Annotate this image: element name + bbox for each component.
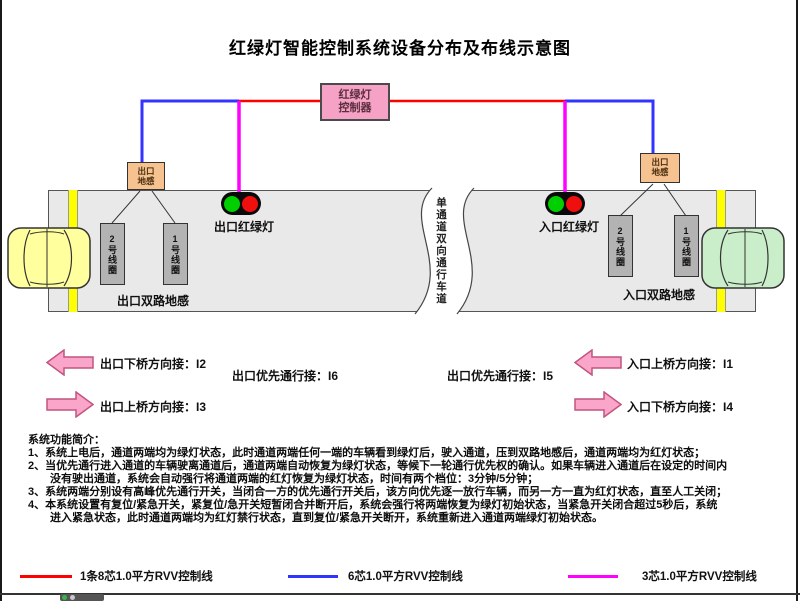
stop-line-right: [716, 190, 726, 312]
traffic-light-controller-box: 红绿灯 控制器: [320, 83, 390, 121]
io-label-i3: 出口上桥方向接：I3: [100, 400, 207, 414]
wire-blue-right: [565, 99, 655, 155]
jbox-label-line2: 地感: [137, 176, 155, 186]
intro-line: 3、系统两端分别设有高峰优先通行开关，当闭合一方的优先通行开关后，该方向优先逐一…: [28, 486, 728, 498]
mini-gray-dot: [70, 595, 75, 600]
arrow-right-icon: [46, 391, 94, 418]
intro-heading: 系统功能简介：: [28, 434, 105, 446]
arrow-left-icon: [574, 349, 622, 376]
ground-sensor-box-exit: 出口 地感: [127, 162, 165, 190]
io-label-i6: 出口优先通行接：I6: [232, 369, 339, 383]
intro-line: 2、当优先通行进入通道的车辆驶离通道后，通道两端自动恢复为绿灯状态，等候下一轮通…: [28, 460, 728, 472]
entry-dual-sensor-label: 入口双路地感: [623, 288, 696, 302]
wire-blue-left: [140, 99, 239, 163]
page-border-left: [0, 0, 2, 601]
coil-box-entry-1: 1号线圈: [674, 215, 699, 277]
page-title: 红绿灯智能控制系统设备分布及布线示意图: [229, 39, 571, 58]
exit-traffic-light-label: 出口红绿灯: [214, 220, 275, 234]
intro-line: 4、本系统设置有复位/紧急开关，紧复位/急开关短暂闭合并断开后，系统会强行将两端…: [28, 499, 718, 511]
red-light-icon: [566, 195, 582, 212]
single-lane-label: 单通道双向通行车道: [435, 197, 447, 305]
green-light-icon: [224, 195, 240, 212]
exit-dual-sensor-label: 出口双路地感: [117, 294, 190, 308]
arrow-right-icon: [574, 391, 622, 418]
green-light-icon: [548, 195, 564, 212]
intro-line: 1、系统上电后，通道两端均为绿灯状态，此时通道两端任何一端的车辆看到绿灯后，驶入…: [28, 447, 706, 459]
wires: [140, 99, 655, 198]
legend-swatch-magenta-wire: [568, 575, 618, 578]
entry-traffic-light-label: 入口红绿灯: [539, 220, 600, 234]
coil-label: 2号线圈: [615, 225, 625, 267]
coil-box-exit-1: 1号线圈: [163, 223, 188, 285]
arrow-left-icon: [46, 349, 94, 376]
jbox-label-line2: 地感: [651, 167, 669, 177]
red-light-icon: [242, 195, 258, 212]
ground-sensor-box-entry: 出口 地感: [640, 153, 680, 183]
controller-label-line1: 红绿灯: [338, 89, 372, 101]
legend-label-blue-wire: 6芯1.0平方RVV控制线: [348, 571, 463, 583]
jbox-label-line1: 出口: [651, 157, 669, 167]
page-border-bottom: [0, 593, 800, 595]
stop-line-left: [68, 190, 78, 312]
coil-label: 2号线圈: [107, 233, 117, 275]
mini-green-dot: [62, 595, 67, 600]
page-border-right: [796, 0, 798, 601]
io-label-i2: 出口下桥方向接：I2: [100, 357, 207, 371]
controller-label-line2: 控制器: [338, 102, 372, 114]
coil-label: 1号线圈: [681, 225, 691, 267]
io-label-i5: 出口优先通行接：I5: [447, 369, 554, 383]
legend-label-red-wire: 1条8芯1.0平方RVV控制线: [80, 571, 213, 583]
io-label-i1: 入口上桥方向接：I1: [627, 357, 734, 371]
coil-box-entry-2: 2号线圈: [608, 215, 633, 277]
jbox-label-line1: 出口: [137, 166, 155, 176]
entry-traffic-light: [545, 192, 585, 215]
intro-line: 没有驶出通道，系统会自动强行将通道两端的红灯恢复为绿灯状态，时间有两个档位：3分…: [50, 473, 539, 485]
intro-line: 进入紧急状态，此时通道两端均为红灯禁行状态，直到复位/紧急开关断开，系统重新进入…: [50, 512, 604, 524]
system-intro-block: 系统功能简介： 1、系统上电后，通道两端均为绿灯状态，此时通道两端任何一端的车辆…: [28, 434, 788, 525]
coil-label: 1号线圈: [170, 233, 180, 275]
exit-traffic-light: [221, 192, 261, 215]
legend-swatch-red-wire: [20, 575, 72, 578]
coil-box-exit-2: 2号线圈: [100, 223, 125, 285]
legend-label-magenta-wire: 3芯1.0平方RVV控制线: [642, 571, 757, 583]
legend-swatch-blue-wire: [288, 575, 338, 578]
mini-traffic-light-icon: [60, 594, 104, 601]
io-label-i4: 入口下桥方向接：I4: [627, 400, 734, 414]
